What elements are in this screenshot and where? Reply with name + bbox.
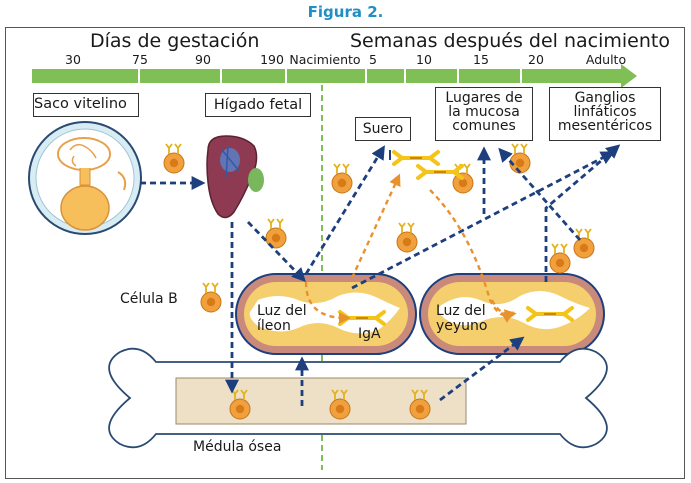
jejunum-lumen-line: yeyuno xyxy=(436,318,488,334)
fetal-liver-label: Hígado fetal xyxy=(205,93,311,117)
mesenteric-nodes-box: Ganglios linfáticos mesentéricos xyxy=(549,87,661,141)
ileum-lumen-line: Luz del xyxy=(257,303,307,319)
postnatal-header: Semanas después del nacimiento xyxy=(350,30,670,52)
serum-label: Suero xyxy=(355,117,411,141)
timeline-separator xyxy=(520,69,522,83)
timeline-separator xyxy=(285,69,287,83)
tick-label: 90 xyxy=(195,52,211,67)
yolk-sac-label: Saco vitelino xyxy=(34,94,138,116)
ileum-illustration xyxy=(235,273,417,355)
bone-marrow-label: Médula ósea xyxy=(193,439,282,455)
tick-label: 10 xyxy=(416,52,432,67)
iga-antibody-icon xyxy=(392,150,440,166)
tick-label: 5 xyxy=(369,52,377,67)
gestation-header: Días de gestación xyxy=(90,30,260,52)
arrow-iga-to-serum xyxy=(350,173,401,279)
tick-label: 30 xyxy=(65,52,81,67)
figure-frame xyxy=(5,27,685,479)
arrow-iga-to-jejunum xyxy=(429,189,515,323)
b-cell-icon xyxy=(549,243,571,274)
b-cell-icon xyxy=(573,228,595,259)
arrow-liver-to-ileum xyxy=(246,221,306,283)
timeline-arrow-head xyxy=(621,64,637,88)
yolk-sac-box xyxy=(33,93,139,117)
mesenteric-nodes-line: linfáticos xyxy=(573,104,637,120)
tick-label-birth: Nacimiento xyxy=(289,52,361,67)
tick-label: 75 xyxy=(132,52,148,67)
arrow-iga-jejunum-lumen xyxy=(490,299,517,322)
mucosal-sites-line: la mucosa xyxy=(448,104,520,120)
jejunum-lumen-label: Luz del yeyuno xyxy=(436,304,488,334)
tick-label: Adulto xyxy=(585,52,627,67)
b-cell-label: Célula B xyxy=(120,291,178,307)
arrow-ileum-to-nodes xyxy=(351,151,615,290)
fetal-liver-illustration xyxy=(206,135,264,219)
ileum-lumen-line: íleon xyxy=(257,318,291,334)
timeline-bar xyxy=(32,69,622,83)
arrow-iga-ileum-lumen xyxy=(304,281,351,324)
iga-label: IgA xyxy=(358,326,381,342)
mesenteric-nodes-line: mesentéricos xyxy=(557,118,653,134)
tick-label: 15 xyxy=(473,52,489,67)
b-cell-icon xyxy=(331,163,353,194)
timeline-separator xyxy=(220,69,222,83)
tick-label: 190 xyxy=(260,52,284,67)
arrow-marrow-to-jejunum xyxy=(439,336,525,402)
b-cell-icon xyxy=(509,143,531,174)
arrow-ileum-to-serum xyxy=(304,145,385,275)
yolk-sac-illustration xyxy=(28,121,142,235)
b-cell-icon xyxy=(163,143,185,174)
jejunum-lumen-line: Luz del xyxy=(436,303,486,319)
b-cell-icon xyxy=(396,222,418,253)
ileum-lumen-label: Luz del íleon xyxy=(257,304,307,334)
tick-label: 20 xyxy=(528,52,544,67)
arrow-jejunum-to-nodes xyxy=(544,144,621,282)
mucosal-sites-box: Lugares de la mucosa comunes xyxy=(435,87,533,141)
timeline-separator xyxy=(404,69,406,83)
mucosal-sites-line: comunes xyxy=(452,118,516,134)
mucosal-sites-line: Lugares de xyxy=(445,90,523,106)
bone-illustration xyxy=(108,347,608,449)
timeline-separator xyxy=(457,69,459,83)
timeline-separator xyxy=(138,69,140,83)
timeline-separator xyxy=(365,69,367,83)
mesenteric-nodes-line: Ganglios xyxy=(574,90,636,106)
b-cell-icon xyxy=(200,282,222,313)
figure-title: Figura 2. xyxy=(307,3,384,21)
